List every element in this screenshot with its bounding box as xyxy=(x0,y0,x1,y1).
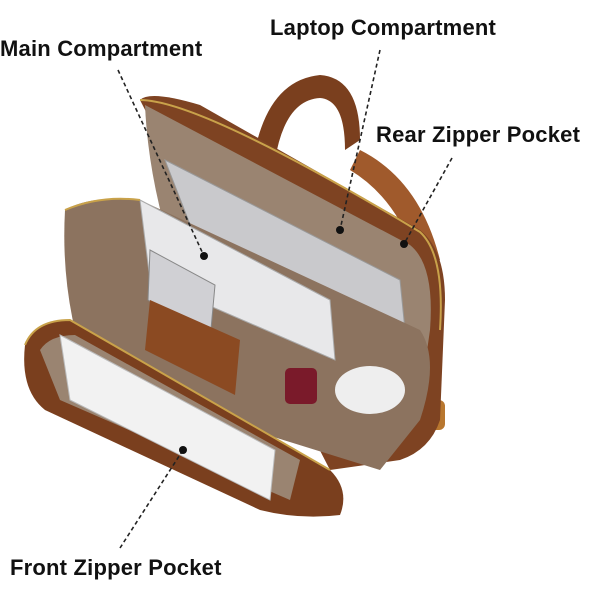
leader-rear-zipper-pocket xyxy=(403,157,453,245)
main-zipper xyxy=(64,197,141,211)
marker-main-compartment xyxy=(200,252,208,260)
label-laptop-compartment: Laptop Compartment xyxy=(270,15,497,40)
marker-laptop-compartment xyxy=(336,226,344,234)
leader-front-zipper-pocket xyxy=(119,449,184,549)
leader-laptop-compartment xyxy=(339,49,381,231)
marker-rear-zipper-pocket xyxy=(400,240,408,248)
leader-main-compartment xyxy=(117,69,205,257)
marker-front-zipper-pocket xyxy=(179,446,187,454)
notebook xyxy=(59,334,276,501)
wallet xyxy=(145,300,240,395)
front-zipper xyxy=(24,318,331,471)
label-main-compartment: Main Compartment xyxy=(0,36,203,61)
label-rear-zipper-pocket: Rear Zipper Pocket xyxy=(376,122,581,147)
rear-zipper xyxy=(139,99,442,331)
label-front-zipper-pocket: Front Zipper Pocket xyxy=(10,555,222,580)
top-handle xyxy=(255,75,360,160)
perfume-bottle xyxy=(285,368,317,404)
water-bottle xyxy=(335,366,405,414)
tablet xyxy=(139,199,336,361)
